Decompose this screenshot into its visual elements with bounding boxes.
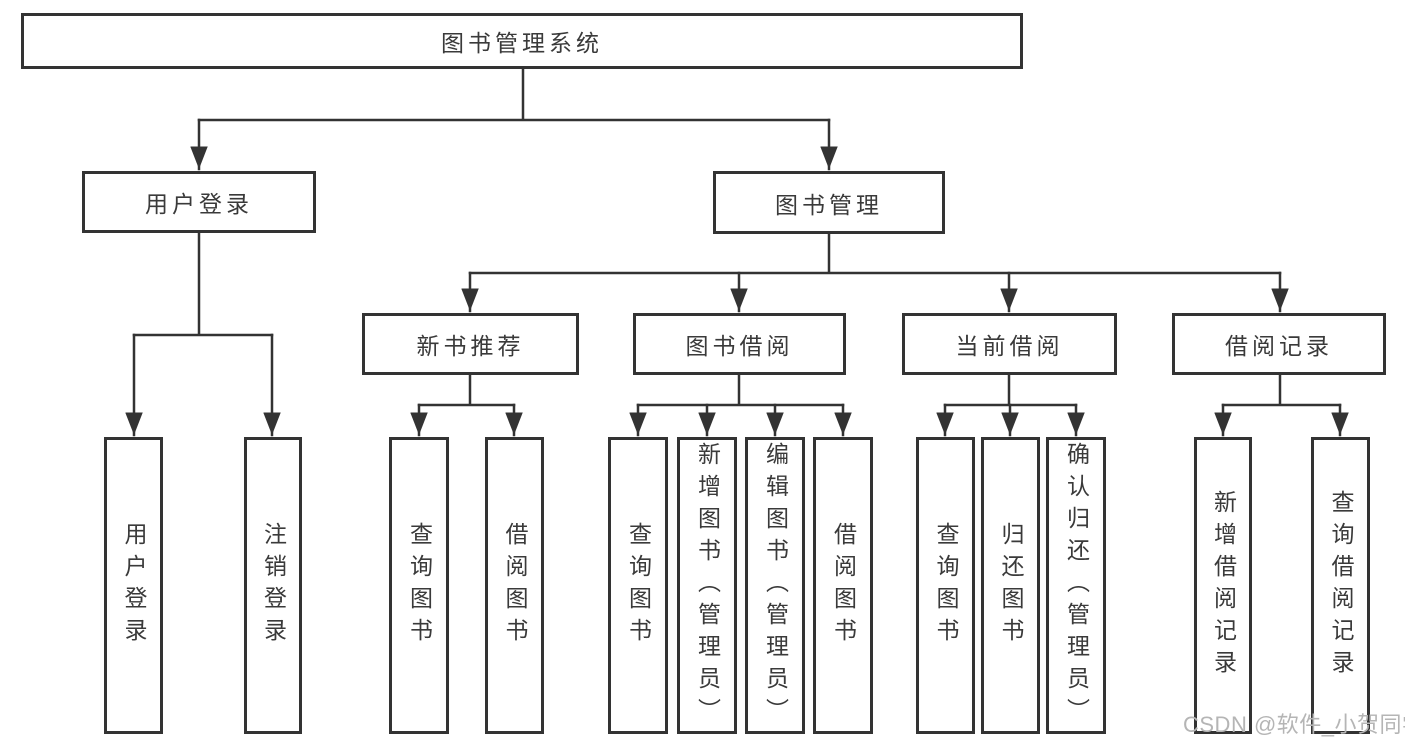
leaf-query-book-1-label: 查询图书 — [406, 521, 433, 650]
node-current-borrow: 当前借阅 — [902, 313, 1117, 375]
node-user-login: 用户登录 — [82, 171, 316, 233]
csdn-watermark: CSDN @软件_小贺同学 — [1183, 712, 1405, 737]
leaf-user-login-label: 用户登录 — [121, 521, 147, 650]
leaf-add-borrow-record-label: 新增借阅记录 — [1210, 489, 1237, 682]
leaf-confirm-return-admin: 确认归还（管理员） — [1046, 437, 1106, 734]
leaf-query-book-1: 查询图书 — [389, 437, 449, 734]
leaf-return-book-label: 归还图书 — [998, 521, 1024, 650]
leaf-borrow-book-1-label: 借阅图书 — [502, 521, 528, 650]
leaf-add-borrow-record: 新增借阅记录 — [1194, 437, 1252, 734]
leaf-query-book-3-label: 查询图书 — [933, 521, 959, 650]
node-root-label: 图书管理系统 — [441, 30, 603, 56]
leaf-confirm-return-admin-label: 确认归还（管理员） — [1063, 441, 1090, 730]
node-borrow-records: 借阅记录 — [1172, 313, 1386, 375]
leaf-borrow-book-2-label: 借阅图书 — [830, 521, 857, 650]
leaf-borrow-book-1: 借阅图书 — [485, 437, 544, 734]
node-root: 图书管理系统 — [21, 13, 1023, 69]
leaf-query-borrow-record-label: 查询借阅记录 — [1328, 489, 1354, 682]
leaf-query-book-2-label: 查询图书 — [625, 521, 652, 650]
leaf-query-borrow-record: 查询借阅记录 — [1311, 437, 1370, 734]
leaf-user-login: 用户登录 — [104, 437, 163, 734]
node-book-borrow: 图书借阅 — [633, 313, 846, 375]
node-new-book-recommend: 新书推荐 — [362, 313, 579, 375]
leaf-logout-label: 注销登录 — [260, 521, 287, 650]
leaf-return-book: 归还图书 — [981, 437, 1040, 734]
leaf-add-book-admin-label: 新增图书（管理员） — [694, 441, 721, 730]
leaf-query-book-3: 查询图书 — [916, 437, 975, 734]
node-current-borrow-label: 当前借阅 — [955, 333, 1064, 359]
node-borrow-records-label: 借阅记录 — [1225, 333, 1333, 359]
leaf-edit-book-admin: 编辑图书（管理员） — [745, 437, 805, 734]
node-book-management: 图书管理 — [713, 171, 945, 234]
node-book-management-label: 图书管理 — [775, 191, 883, 218]
node-book-borrow-label: 图书借阅 — [685, 333, 794, 359]
leaf-query-book-2: 查询图书 — [608, 437, 668, 734]
node-user-login-label: 用户登录 — [145, 191, 253, 217]
leaf-logout: 注销登录 — [244, 437, 302, 734]
leaf-borrow-book-2: 借阅图书 — [813, 437, 873, 734]
node-new-book-recommend-label: 新书推荐 — [416, 333, 525, 359]
leaf-add-book-admin: 新增图书（管理员） — [677, 437, 737, 734]
leaf-edit-book-admin-label: 编辑图书（管理员） — [762, 441, 789, 730]
